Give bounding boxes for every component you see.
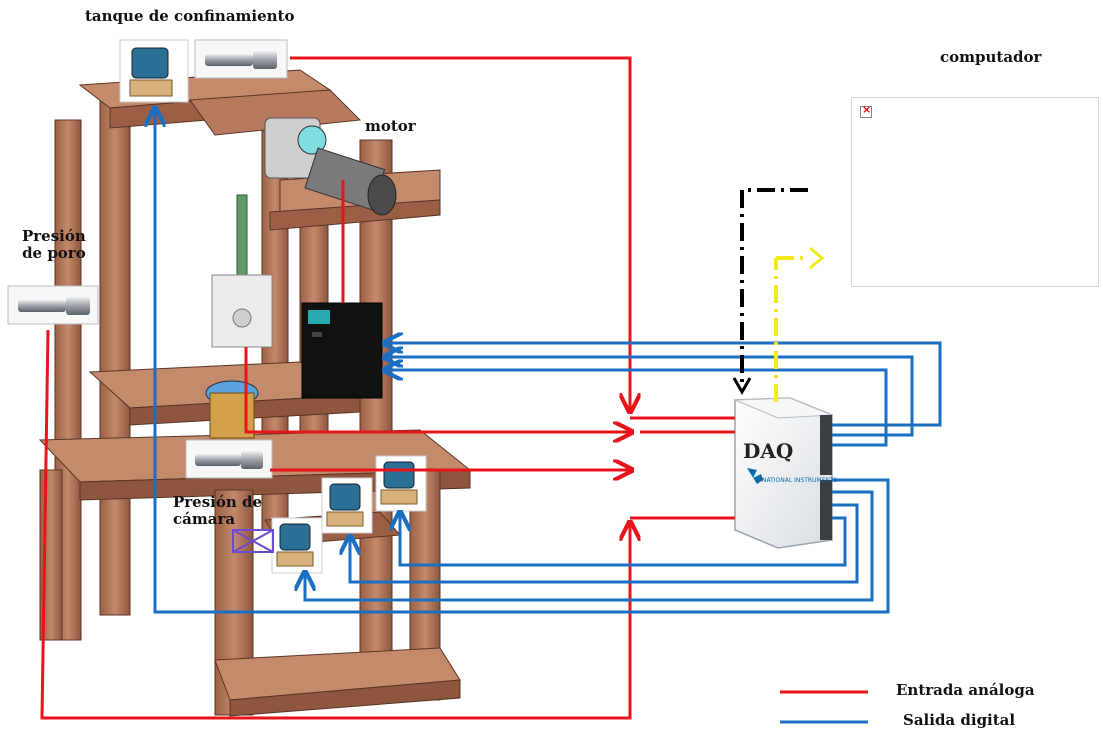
daq-device: DAQ NATIONAL INSTRUMENTS [735,398,838,548]
triaxial-cell-icon [206,381,258,438]
daq-label: DAQ [743,439,793,463]
load-cell-icon [212,275,272,347]
daq-brand-label: NATIONAL INSTRUMENTS [762,477,838,484]
broken-image-icon [860,106,872,118]
solenoid-valve-3-icon [272,518,322,573]
computer-screen-placeholder [851,97,1099,287]
pressure-sensor-chamber-icon [186,440,272,478]
variable-frequency-drive-icon [302,303,382,398]
pressure-sensor-tank-icon [195,40,287,78]
computer-label: computador [940,49,1041,66]
chamber-pressure-label: Presión de cámara [173,494,262,529]
pressure-sensor-pore-icon [8,286,98,324]
solenoid-valve-1-icon [376,456,426,511]
legend-digital-label: Salida digital [903,711,1015,729]
legend-analog-label: Entrada análoga [896,681,1035,699]
pore-pressure-label: Presión de poro [22,228,86,263]
motor-label: motor [365,118,416,135]
tank-label: tanque de confinamiento [85,8,295,25]
solenoid-valve-2-icon [322,478,372,533]
solenoid-valve-tank-icon [120,40,188,102]
